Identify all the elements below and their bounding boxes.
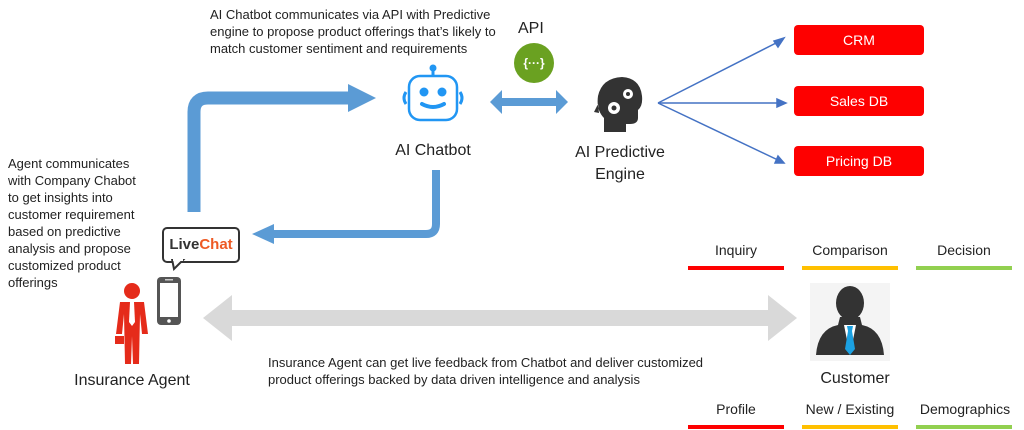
note-line: Agent communicates [8,156,130,171]
note-line: offerings [8,275,58,290]
stage-comparison: Comparison [812,242,888,258]
livechat-bubble-tail [170,259,186,271]
livechat-logo: LiveChat [162,227,240,263]
db-box-pricing: Pricing DB [794,146,924,176]
smartphone-icon [157,277,181,325]
chatbot-label: AI Chatbot [395,142,471,159]
engine-label: AI Predictive Engine [560,142,680,186]
api-label: API [518,20,544,37]
attr-bar-green [916,425,1012,429]
attr-bar-amber [802,425,898,429]
customer-label: Customer [820,370,890,387]
flow-arrow-to-livechat-head [252,224,274,244]
db-box-crm: CRM [794,25,924,55]
note-line: customized product [8,258,121,273]
note-line: engine to propose product offerings that… [210,24,496,39]
note-line: product offerings backed by data driven … [268,372,640,387]
feedback-note: Insurance Agent can get live feedback fr… [268,354,703,388]
stage-bar-green [916,266,1012,270]
brain-gears-icon [594,77,643,132]
feedback-double-arrow [203,295,797,341]
livechat-chat: Chat [199,236,233,253]
robot-icon [402,64,464,122]
stage-inquiry: Inquiry [714,242,758,258]
note-line: based on predictive [8,224,121,239]
stage-bar-amber [802,266,898,270]
note-line: customer requirement [8,207,135,222]
attr-bar-red [688,425,784,429]
flow-arrow-to-chatbot-head [348,84,376,112]
insurance-agent-icon [115,283,148,364]
note-line: to get insights into [8,190,113,205]
flow-arrow-to-livechat [272,170,440,238]
flow-arrow-to-chatbot [187,91,350,212]
stage-bar-red [688,266,784,270]
agent-note: Agent communicates with Company Chabot t… [8,155,136,291]
customer-icon [816,286,884,355]
stage-decision: Decision [937,242,991,258]
livechat-live: Live [169,236,200,253]
note-line: with Company Chabot [8,173,136,188]
attr-demographics: Demographics [919,401,1011,417]
note-line: AI Chatbot communicates via API with Pre… [210,7,491,22]
api-icon: {···} [514,43,554,83]
note-line: match customer sentiment and requirement… [210,41,468,56]
engine-label-line: AI Predictive [575,144,665,161]
note-line: analysis and propose [8,241,131,256]
engine-label-line: Engine [595,166,645,183]
chatbot-api-note: AI Chatbot communicates via API with Pre… [210,6,496,57]
api-bidirectional-arrow [490,90,568,114]
attr-new-existing: New / Existing [805,401,895,417]
db-box-sales: Sales DB [794,86,924,116]
engine-fanout-lines [657,36,788,164]
attr-profile: Profile [716,401,756,417]
note-line: Insurance Agent can get live feedback fr… [268,355,704,370]
agent-label: Insurance Agent [74,372,190,389]
